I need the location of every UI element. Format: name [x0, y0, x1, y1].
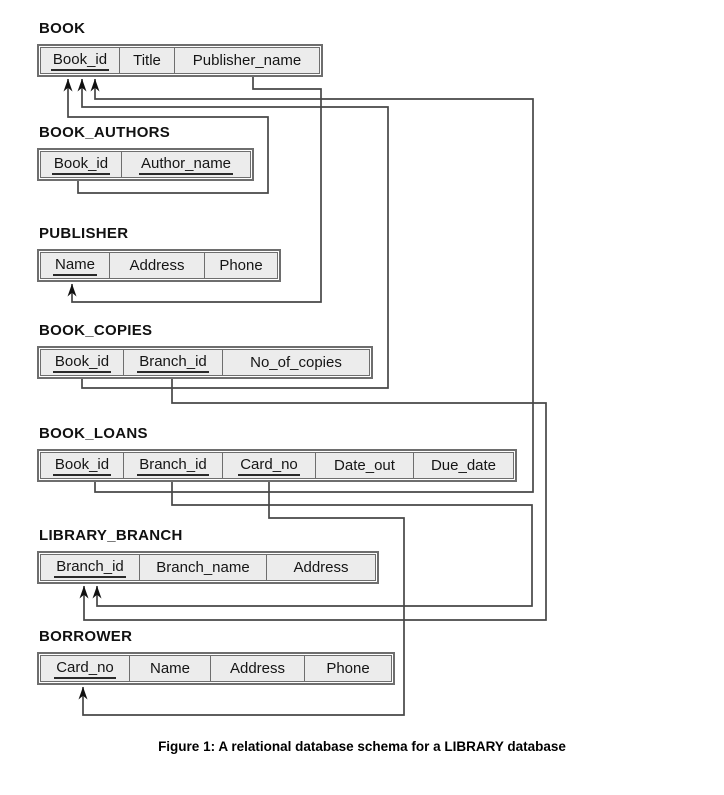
table-row-borrower: Card_no Name Address Phone	[37, 652, 395, 685]
fk-line-book_loans-book_id-to-book	[90, 78, 534, 493]
table-title-book_copies: BOOK_COPIES	[39, 322, 153, 339]
table-row-library_branch: Branch_id Branch_name Address	[37, 551, 379, 584]
fk-line-book_loans-card_no-to-borrower	[78, 481, 405, 716]
table-title-book_loans: BOOK_LOANS	[39, 425, 148, 442]
field-library_branch-address: Address	[266, 554, 376, 581]
field-publisher-address: Address	[109, 252, 205, 279]
field-book_copies-no_of_copies: No_of_copies	[222, 349, 370, 376]
field-book_copies-book_id: Book_id	[40, 349, 124, 376]
field-library_branch-branch_id: Branch_id	[40, 554, 140, 581]
field-publisher-phone: Phone	[204, 252, 278, 279]
field-borrower-name: Name	[129, 655, 211, 682]
table-borrower: BORROWER Card_no Name Address Phone	[37, 628, 395, 685]
table-title-borrower: BORROWER	[39, 628, 133, 645]
fk-line-book-publisher_name-to-publisher	[67, 75, 322, 303]
field-book_loans-branch_id: Branch_id	[123, 452, 223, 479]
table-row-book_authors: Book_id Author_name	[37, 148, 254, 181]
field-book_loans-card_no: Card_no	[222, 452, 316, 479]
table-title-book: BOOK	[39, 20, 86, 37]
table-row-book_copies: Book_id Branch_id No_of_copies	[37, 346, 373, 379]
fk-line-book_copies-book_id-to-book	[77, 78, 389, 389]
field-book_authors-book_id: Book_id	[40, 151, 122, 178]
field-publisher-name: Name	[40, 252, 110, 279]
field-book-book_id: Book_id	[40, 47, 120, 74]
field-book_loans-date_out: Date_out	[315, 452, 414, 479]
field-borrower-phone: Phone	[304, 655, 392, 682]
field-borrower-address: Address	[210, 655, 305, 682]
table-publisher: PUBLISHER Name Address Phone	[37, 225, 281, 282]
field-book_loans-due_date: Due_date	[413, 452, 514, 479]
field-book_copies-branch_id: Branch_id	[123, 349, 223, 376]
table-title-book_authors: BOOK_AUTHORS	[39, 124, 171, 141]
figure-caption: Figure 1: A relational database schema f…	[158, 739, 566, 754]
table-book: BOOK Book_id Title Publisher_name	[37, 20, 323, 77]
table-row-book_loans: Book_id Branch_id Card_no Date_out Due_d…	[37, 449, 517, 482]
table-title-publisher: PUBLISHER	[39, 225, 129, 242]
field-book_loans-book_id: Book_id	[40, 452, 124, 479]
fk-line-book_authors-book_id-to-book	[63, 78, 269, 194]
field-borrower-card_no: Card_no	[40, 655, 130, 682]
table-row-book: Book_id Title Publisher_name	[37, 44, 323, 77]
field-book-title: Title	[119, 47, 175, 74]
table-title-library_branch: LIBRARY_BRANCH	[39, 527, 183, 544]
table-book_loans: BOOK_LOANS Book_id Branch_id Card_no Dat…	[37, 425, 517, 482]
field-book_authors-author_name: Author_name	[121, 151, 251, 178]
field-library_branch-branch_name: Branch_name	[139, 554, 267, 581]
table-library_branch: LIBRARY_BRANCH Branch_id Branch_name Add…	[37, 527, 379, 584]
table-book_authors: BOOK_AUTHORS Book_id Author_name	[37, 124, 254, 181]
fk-line-book_loans-branch_id-to-library_branch	[92, 481, 533, 607]
table-book_copies: BOOK_COPIES Book_id Branch_id No_of_copi…	[37, 322, 373, 379]
table-row-publisher: Name Address Phone	[37, 249, 281, 282]
fk-line-book_copies-branch_id-to-library_branch	[79, 378, 547, 621]
field-book-publisher_name: Publisher_name	[174, 47, 320, 74]
